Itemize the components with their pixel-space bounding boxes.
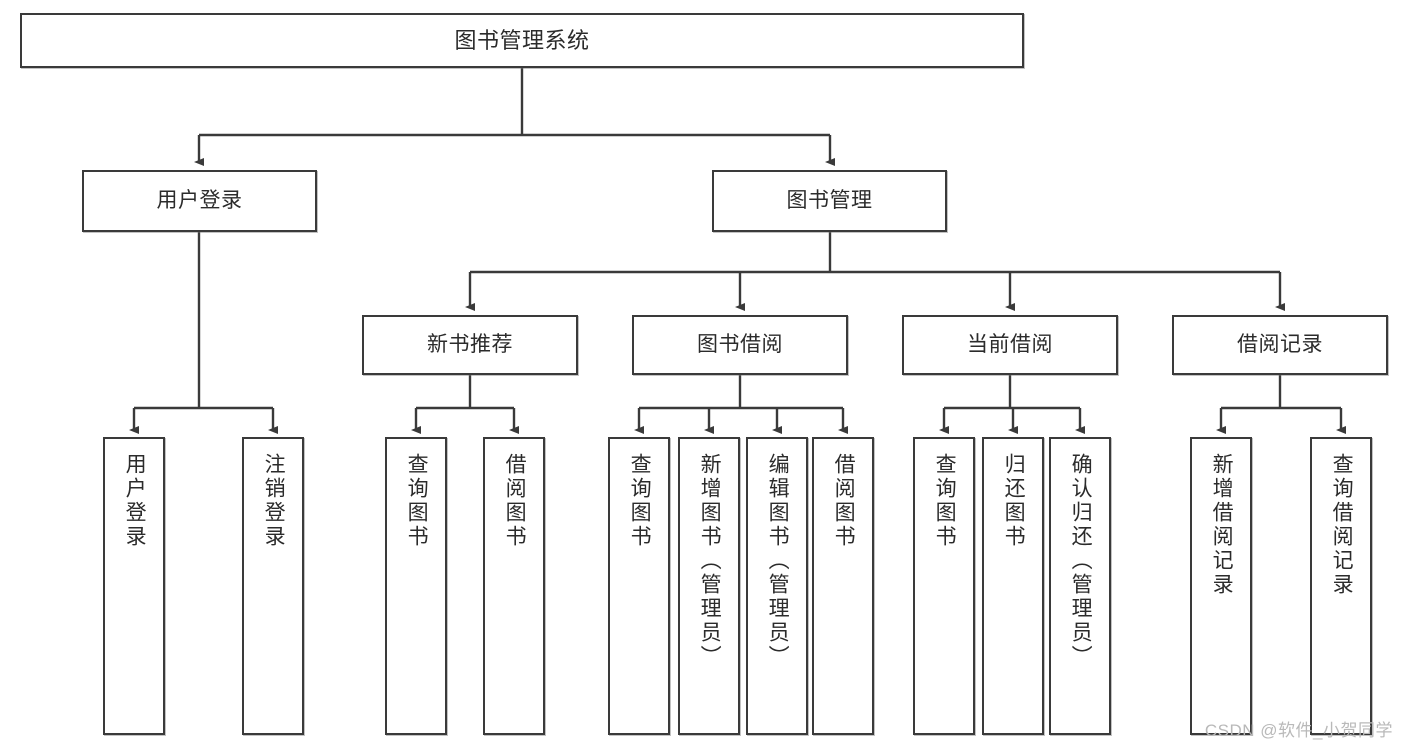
- node-leaf-return-book[interactable]: 归还图书: [982, 437, 1044, 735]
- node-book-borrow-label: 图书借阅: [697, 332, 783, 356]
- node-current-borrow[interactable]: 当前借阅: [902, 315, 1118, 375]
- node-leaf-query-book-1-label: 查询图书: [405, 453, 429, 549]
- node-borrow-record[interactable]: 借阅记录: [1172, 315, 1388, 375]
- node-book-manage-label: 图书管理: [786, 188, 873, 212]
- node-leaf-query-book-1[interactable]: 查询图书: [385, 437, 447, 735]
- node-leaf-logout-label: 注销登录: [262, 453, 286, 549]
- node-leaf-logout[interactable]: 注销登录: [242, 437, 304, 735]
- node-leaf-edit-book[interactable]: 编辑图书（管理员）: [746, 437, 808, 735]
- node-root-label: 图书管理系统: [454, 27, 590, 53]
- node-borrow-record-label: 借阅记录: [1237, 332, 1323, 356]
- node-leaf-add-book[interactable]: 新增图书（管理员）: [678, 437, 740, 735]
- node-leaf-query-record-label: 查询借阅记录: [1330, 453, 1354, 597]
- node-new-book-recommend[interactable]: 新书推荐: [362, 315, 578, 375]
- node-new-book-recommend-label: 新书推荐: [427, 332, 513, 356]
- node-leaf-query-book-3[interactable]: 查询图书: [913, 437, 975, 735]
- node-leaf-confirm-return[interactable]: 确认归还（管理员）: [1049, 437, 1111, 735]
- node-leaf-query-book-3-label: 查询图书: [933, 453, 957, 549]
- node-book-manage[interactable]: 图书管理: [712, 170, 947, 232]
- node-leaf-add-record-label: 新增借阅记录: [1210, 453, 1234, 597]
- node-leaf-add-book-label: 新增图书（管理员）: [698, 453, 722, 669]
- node-leaf-borrow-book-2-label: 借阅图书: [832, 453, 856, 549]
- node-leaf-add-record[interactable]: 新增借阅记录: [1190, 437, 1252, 735]
- node-leaf-edit-book-label: 编辑图书（管理员）: [766, 453, 790, 669]
- node-leaf-query-book-2[interactable]: 查询图书: [608, 437, 670, 735]
- node-current-borrow-label: 当前借阅: [967, 332, 1053, 356]
- node-leaf-user-login[interactable]: 用户登录: [103, 437, 165, 735]
- node-leaf-user-login-label: 用户登录: [123, 453, 147, 549]
- csdn-watermark: CSDN @软件_小贺同学: [1204, 721, 1393, 740]
- node-user-login[interactable]: 用户登录: [82, 170, 317, 232]
- node-leaf-confirm-return-label: 确认归还（管理员）: [1069, 453, 1093, 669]
- node-root[interactable]: 图书管理系统: [20, 13, 1024, 68]
- node-leaf-borrow-book-2[interactable]: 借阅图书: [812, 437, 874, 735]
- node-book-borrow[interactable]: 图书借阅: [632, 315, 848, 375]
- node-leaf-borrow-book-1-label: 借阅图书: [503, 453, 527, 549]
- node-leaf-query-record[interactable]: 查询借阅记录: [1310, 437, 1372, 735]
- node-leaf-return-book-label: 归还图书: [1002, 453, 1026, 549]
- node-leaf-query-book-2-label: 查询图书: [628, 453, 652, 549]
- node-leaf-borrow-book-1[interactable]: 借阅图书: [483, 437, 545, 735]
- node-user-login-label: 用户登录: [156, 188, 243, 212]
